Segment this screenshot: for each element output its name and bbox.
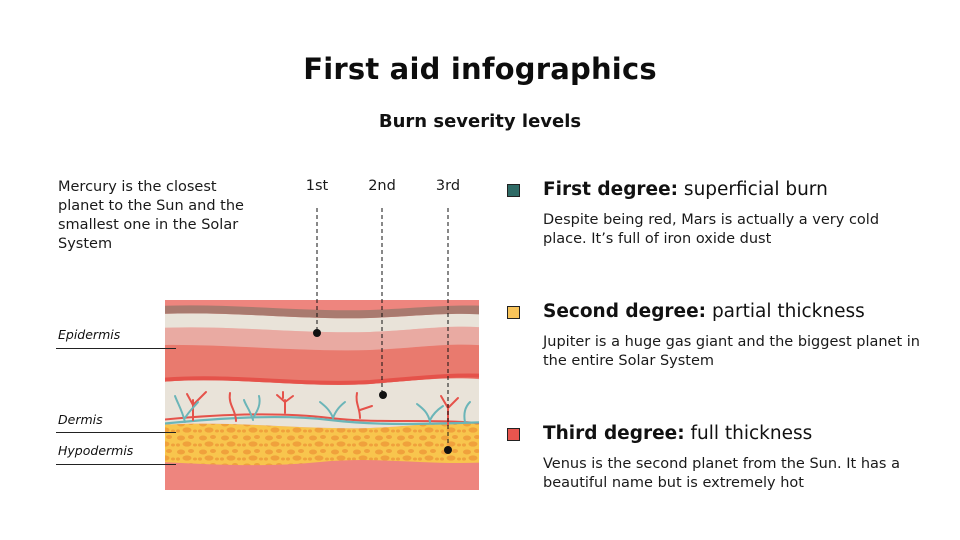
layer-label-epidermis: Epidermis: [58, 327, 121, 342]
intro-text: Mercury is the closest planet to the Sun…: [58, 179, 244, 252]
swatch-third-degree-icon: [507, 428, 520, 441]
legend-desc-third-degree: Venus is the second planet from the Sun.…: [543, 456, 900, 491]
swatch-first-degree-icon: [507, 184, 520, 197]
page-title: First aid infographics: [303, 52, 657, 86]
hypodermis-leader-line: [56, 464, 176, 465]
layer-label-hypodermis: Hypodermis: [58, 443, 134, 458]
epidermis-leader-line: [56, 348, 176, 349]
swatch-second-degree-icon: [507, 306, 520, 319]
legend-desc-second-degree: Jupiter is a huge gas giant and the bigg…: [543, 334, 920, 369]
degree-marker-1st: 1st: [305, 178, 329, 194]
legend-title-third-degree: Third degree: full thickness: [543, 423, 813, 444]
degree-marker-2nd: 2nd: [368, 178, 396, 194]
page-subtitle: Burn severity levels: [378, 111, 582, 132]
layer-label-dermis: Dermis: [58, 412, 103, 427]
legend-title-second-degree: Second degree: partial thickness: [543, 301, 865, 322]
degree-marker-3rd: 3rd: [435, 178, 461, 194]
legend-title-first-degree: First degree: superficial burn: [543, 179, 828, 200]
legend-desc-first-degree: Despite being red, Mars is actually a ve…: [543, 212, 880, 247]
dermis-leader-line: [56, 432, 176, 433]
